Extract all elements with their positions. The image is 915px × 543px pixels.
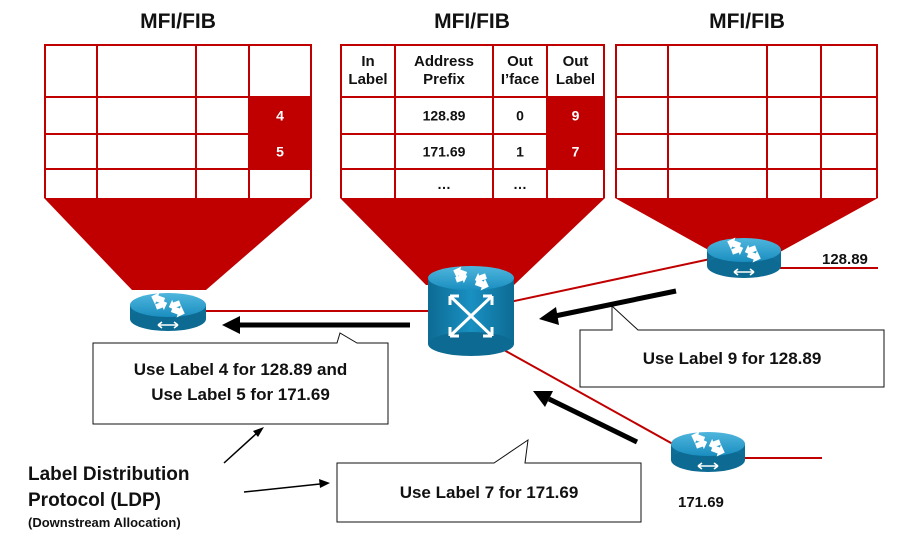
out-label-value: 9 [572, 108, 580, 124]
ldp-line2: Protocol (LDP) [28, 490, 161, 511]
table-cell [197, 135, 248, 168]
prefix-label-top-right: 128.89 [822, 251, 868, 268]
table-cell [342, 170, 394, 198]
table-cell [768, 170, 820, 198]
left-table-funnel [44, 198, 312, 290]
ldp-label: Label Distribution Protocol (LDP) (Downs… [28, 462, 190, 532]
table-cell [98, 135, 195, 168]
bottom-callout-text: Use Label 7 for 171.69 [399, 483, 579, 502]
prefix-value: … [437, 176, 451, 192]
links [205, 257, 878, 459]
left-callout-line2: Use Label 5 for 171.69 [151, 385, 330, 404]
table-cell [494, 46, 546, 96]
table-cell [98, 170, 195, 198]
right-table-title: MFI/FIB [709, 10, 785, 33]
prefix-value: 171.69 [423, 144, 466, 160]
table-cell [548, 98, 603, 133]
column-header: Out [507, 53, 533, 70]
table-cell [548, 46, 603, 96]
table-cell [250, 98, 310, 133]
table-cell [250, 135, 310, 168]
column-header: In [361, 53, 374, 70]
interface-value: … [513, 176, 527, 192]
left-callout-text: Use Label 4 for 128.89 and Use Label 5 f… [93, 357, 388, 407]
prefix-label-bottom-right: 171.69 [678, 494, 724, 511]
right-callout-box [579, 304, 885, 388]
right-callout-text: Use Label 9 for 128.89 [642, 349, 822, 368]
out-label-value: 5 [276, 144, 284, 160]
link-center-topright [504, 257, 716, 304]
table-cell [768, 135, 820, 168]
ldp-line3: (Downstream Allocation) [28, 515, 181, 530]
table-cell [46, 98, 96, 133]
table-cell [822, 170, 876, 198]
table-cell [768, 46, 820, 96]
right-table-funnel [615, 198, 878, 252]
table-cell [669, 98, 766, 133]
table-cell [396, 46, 492, 96]
table-cell [98, 98, 195, 133]
interface-value: 1 [516, 144, 524, 160]
left-callout-line1: Use Label 4 for 128.89 and [133, 360, 348, 379]
table-cell [669, 135, 766, 168]
left-mfi-fib-table: 45 [44, 44, 312, 198]
table-cell [396, 98, 492, 133]
table-cell [669, 170, 766, 198]
out-label-value: 7 [572, 144, 580, 160]
center-table-title: MFI/FIB [434, 10, 510, 33]
center-mfi-fib-table: InLabelAddressPrefixOutI’faceOutLabel128… [340, 44, 605, 198]
table-cell [548, 135, 603, 168]
ldp-pointer-arrows [223, 427, 330, 493]
table-cell [822, 46, 876, 96]
column-header: Label [348, 71, 387, 88]
left-callout-box [92, 332, 389, 425]
right-mfi-fib-table [615, 44, 878, 198]
bottom-callout-box [336, 438, 642, 523]
table-cell [250, 170, 310, 198]
table-cell [494, 135, 546, 168]
table-cell [822, 135, 876, 168]
table-cell [669, 46, 766, 96]
table-cell [46, 170, 96, 198]
link-center-bottomright [494, 344, 681, 449]
table-cell [617, 135, 667, 168]
table-cell [46, 135, 96, 168]
table-cell [342, 98, 394, 133]
center-table-funnel [340, 198, 605, 285]
column-header: I’face [501, 71, 539, 88]
table-cell [46, 46, 96, 96]
table-cell [197, 46, 248, 96]
label-advert-arrows [222, 288, 677, 445]
interface-value: 0 [516, 108, 524, 124]
table-cell [396, 170, 492, 198]
table-cell [768, 98, 820, 133]
table-cell [98, 46, 195, 96]
table-cell [396, 135, 492, 168]
table-cell [548, 170, 603, 198]
table-cell [494, 98, 546, 133]
table-cell [197, 170, 248, 198]
out-label-value: 4 [276, 108, 284, 124]
column-header: Prefix [423, 71, 465, 88]
table-cell [197, 98, 248, 133]
prefix-value: 128.89 [423, 108, 466, 124]
table-cell [617, 170, 667, 198]
table-cell [342, 46, 394, 96]
column-header: Address [414, 53, 474, 70]
router-icon [130, 290, 206, 331]
router-icon [707, 235, 781, 278]
left-table-title: MFI/FIB [140, 10, 216, 33]
table-cell [250, 46, 310, 96]
table-cell [342, 135, 394, 168]
table-cell [822, 98, 876, 133]
table-cell [617, 46, 667, 96]
ldp-line1: Label Distribution [28, 464, 190, 485]
column-header: Label [556, 71, 595, 88]
column-header: Out [563, 53, 589, 70]
table-cell [617, 98, 667, 133]
switch-icon [428, 264, 514, 356]
table-cell [494, 170, 546, 198]
router-icon [671, 429, 745, 472]
